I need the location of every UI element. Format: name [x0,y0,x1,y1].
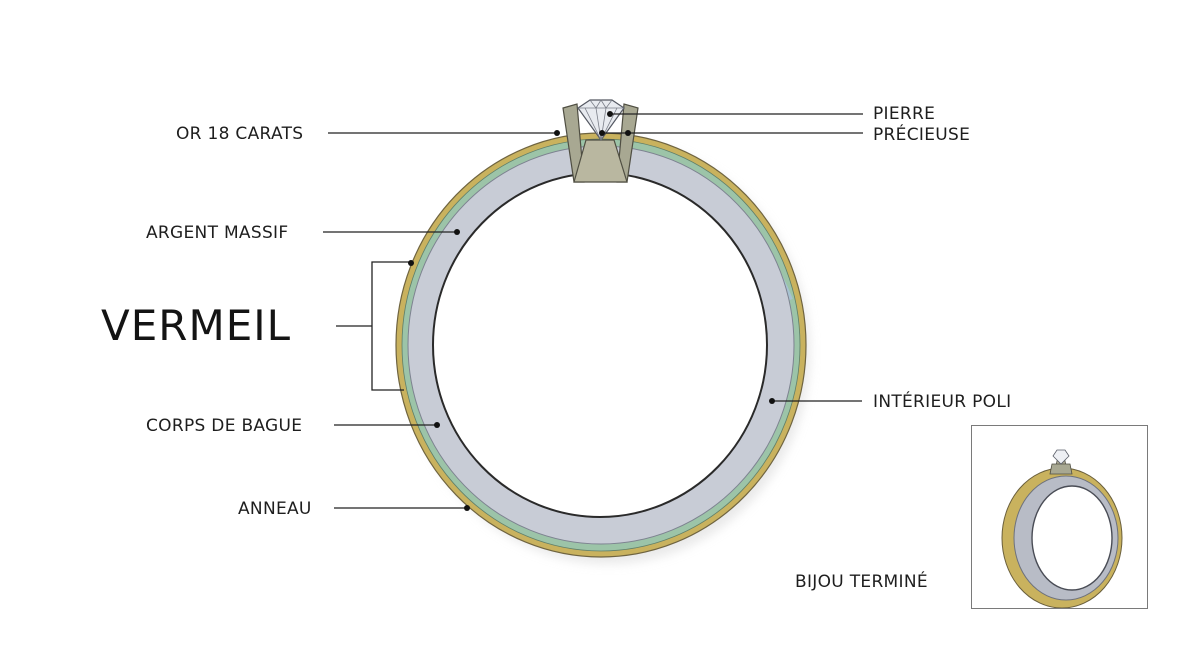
finished-ring-illustration [1001,449,1123,609]
label-ring: ANNEAU [238,499,312,519]
label-silver: ARGENT MASSIF [146,223,289,243]
leader-line-silver [323,229,460,235]
gemstone [577,99,625,142]
label-stone-line2: PRÉCIEUSE [873,125,971,145]
label-body: CORPS DE BAGUE [146,416,303,436]
label-stone: PIERRE PRÉCIEUSE [873,104,970,146]
vermeil-bracket [336,260,414,391]
leader-line-ring [334,505,470,511]
leader-line-stone [599,111,863,136]
leader-line-gold [328,130,560,136]
finished-jewel-inset [971,425,1148,609]
label-vermeil: VERMEIL [101,301,292,350]
leader-line-interior [769,398,862,404]
label-interior: INTÉRIEUR POLI [873,392,1012,412]
label-gold: OR 18 CARATS [176,124,304,144]
prong-setting [562,103,639,183]
label-stone-line1: PIERRE [873,104,936,124]
label-finished: BIJOU TERMINÉ [795,572,928,592]
inner-hole [432,172,768,518]
leader-line-body [334,422,440,428]
